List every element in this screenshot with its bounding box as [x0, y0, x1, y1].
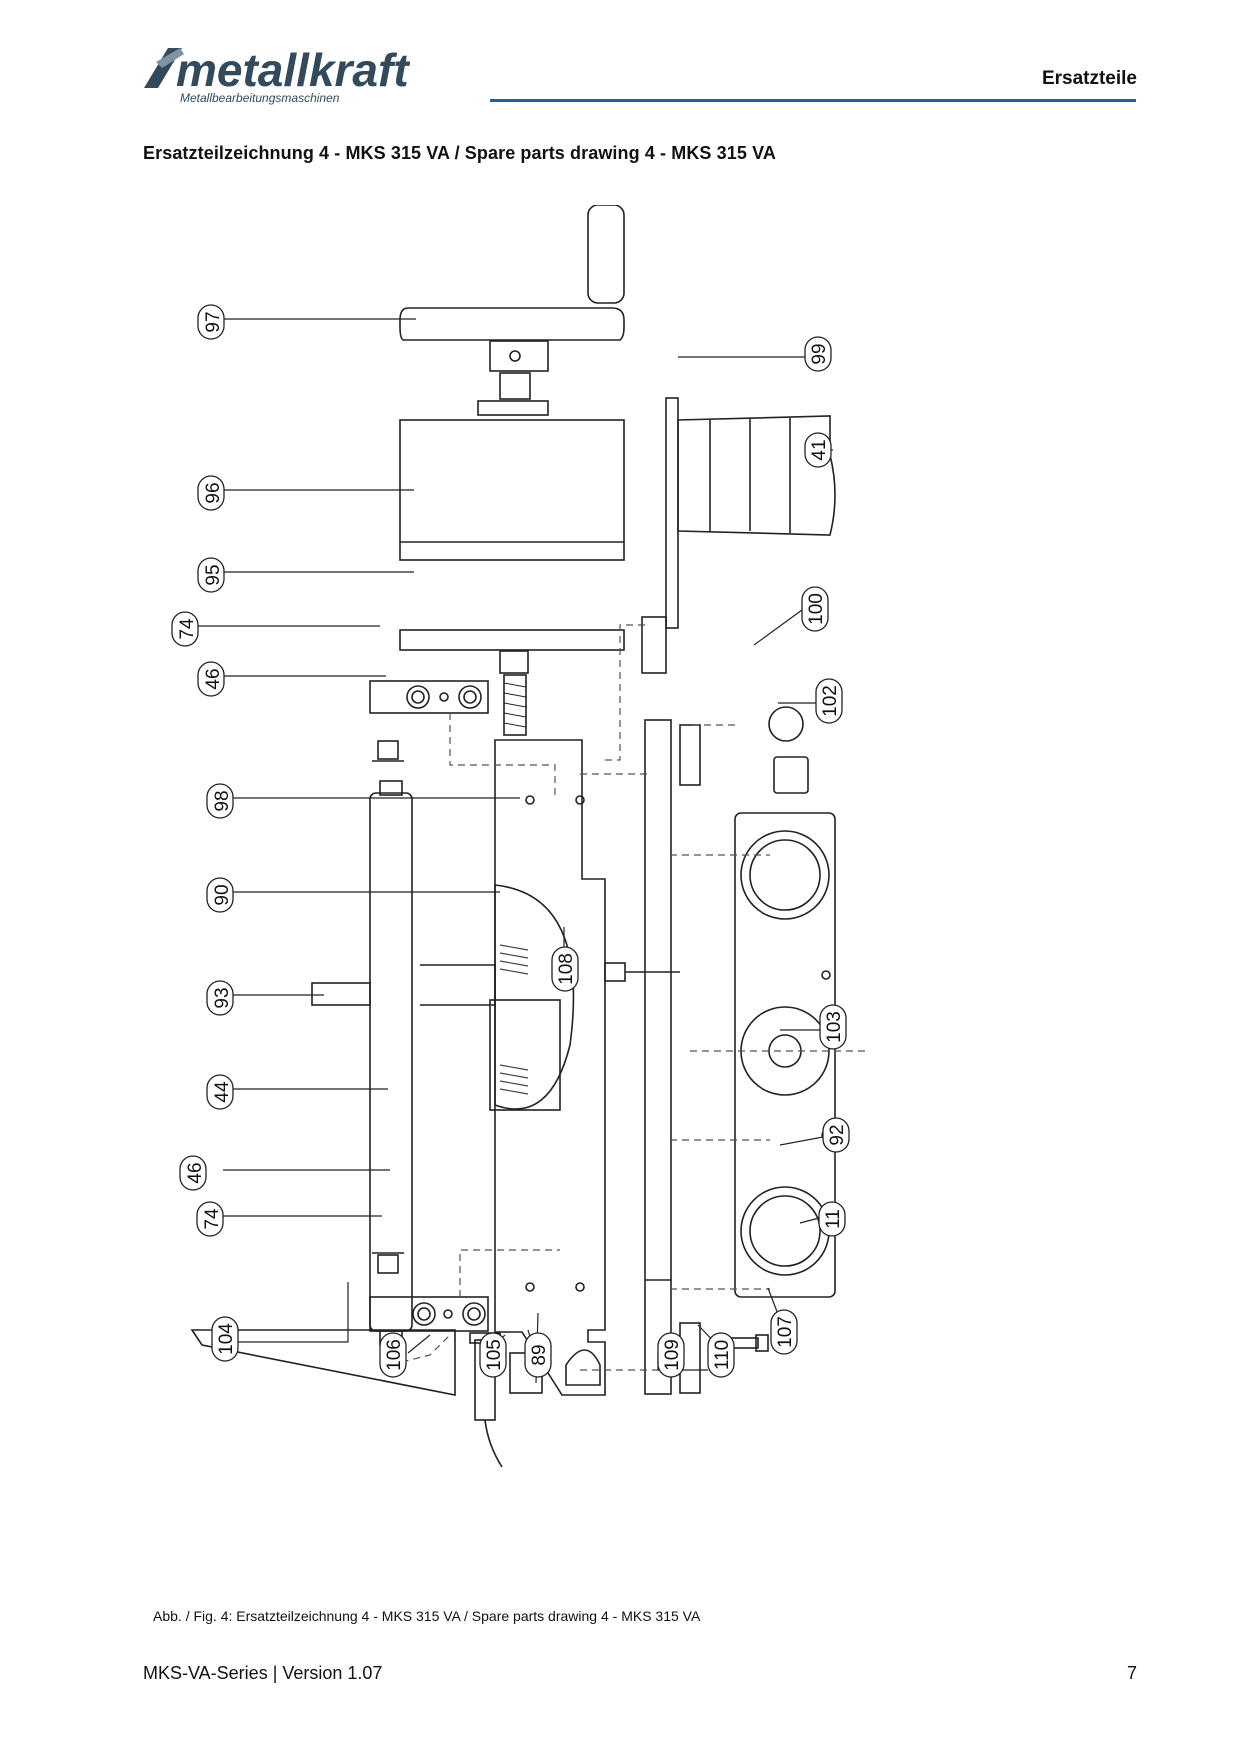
callout-74-bottom: 74: [202, 1208, 223, 1230]
brand-name: metallkraft: [176, 44, 410, 96]
callout-100: 100: [806, 593, 827, 625]
callout-89: 89: [529, 1344, 550, 1365]
callout-90: 90: [212, 884, 233, 905]
callout-108: 108: [556, 953, 577, 985]
page-number: 7: [1126, 1663, 1137, 1683]
callout-97: 97: [203, 311, 224, 332]
brand-logo: metallkraft Metallbearbeitungsmaschinen: [140, 44, 470, 106]
spare-parts-drawing: 97 96 95 74 46 98 90 93 44 46 74 104 106…: [150, 204, 950, 1575]
page-title: Ersatzteilzeichnung 4 - MKS 315 VA / Spa…: [143, 143, 776, 163]
logo-mark-icon: metallkraft Metallbearbeitungsmaschinen: [144, 44, 410, 105]
figure-caption: Abb. / Fig. 4: Ersatzteilzeichnung 4 - M…: [153, 1608, 701, 1624]
callout-110: 110: [712, 1340, 733, 1370]
section-label: Ersatzteile: [1041, 68, 1137, 89]
brand-tagline: Metallbearbeitungsmaschinen: [180, 91, 340, 105]
callout-41: 41: [809, 439, 830, 460]
callout-95: 95: [203, 564, 224, 585]
callout-93: 93: [212, 987, 233, 1008]
callout-107: 107: [775, 1316, 796, 1348]
exploded-view-illustration: 97 96 95 74 46 98 90 93 44 46 74 104 106…: [171, 204, 870, 1468]
callout-102: 102: [820, 685, 841, 717]
callout-96: 96: [203, 482, 224, 503]
callout-11: 11: [823, 1209, 844, 1229]
callout-74-top: 74: [177, 618, 198, 640]
callout-105: 105: [484, 1339, 505, 1371]
callout-44: 44: [212, 1081, 233, 1103]
callout-103: 103: [824, 1011, 845, 1043]
callout-46-top: 46: [203, 668, 224, 689]
callout-98: 98: [212, 790, 233, 811]
callout-92: 92: [827, 1124, 848, 1145]
callout-109: 109: [662, 1339, 683, 1371]
callout-46-bottom: 46: [185, 1162, 206, 1183]
footer-version: MKS-VA-Series | Version 1.07: [143, 1663, 383, 1683]
callout-104: 104: [216, 1323, 237, 1355]
header-divider: [490, 99, 1136, 102]
callout-106: 106: [384, 1339, 405, 1371]
callout-99: 99: [809, 343, 830, 364]
